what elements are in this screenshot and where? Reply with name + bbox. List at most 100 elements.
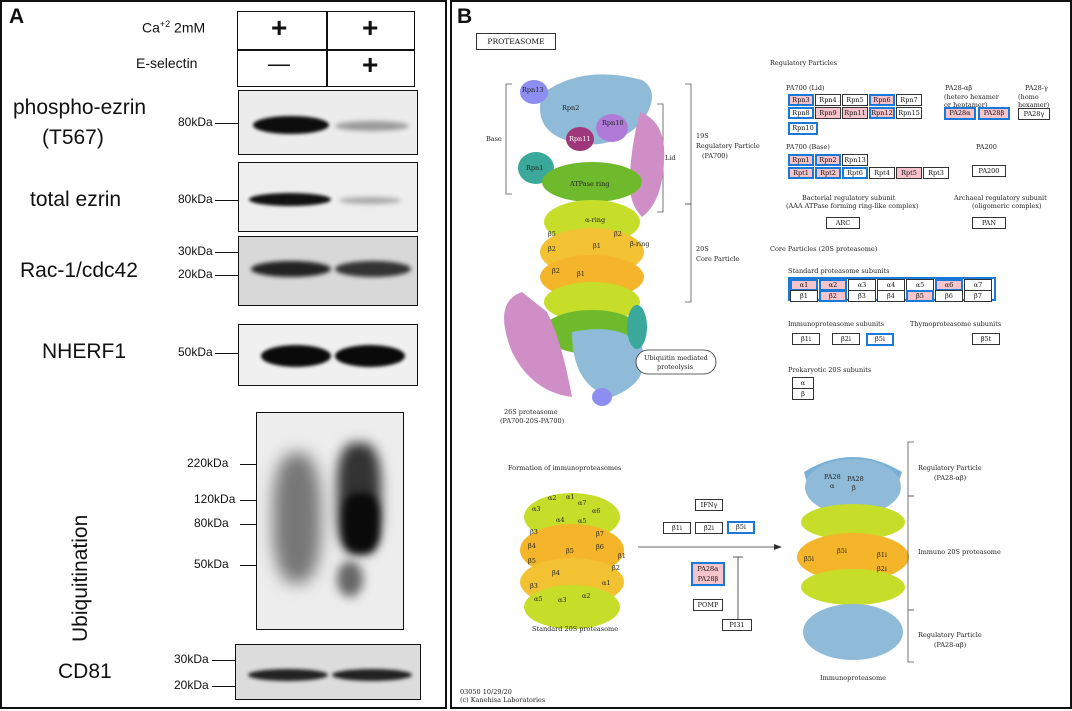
label-19s-2: Regulatory Particle xyxy=(696,142,760,150)
kegg-box-beta-row-4[interactable]: β5 xyxy=(906,290,934,302)
pa28a-label: PA28 xyxy=(824,473,841,481)
std-ring-label: α2 xyxy=(582,592,591,600)
kegg-box-beta-row-0[interactable]: β1 xyxy=(790,290,818,302)
bacterial-sub: (AAA ATPase forming ring-like complex) xyxy=(786,202,919,210)
pa28g-sub: (homo hexamer) xyxy=(1018,93,1050,109)
marker-30kda: 30kDa xyxy=(178,244,213,258)
box-ifng[interactable]: IFNγ xyxy=(695,499,723,511)
std-ring-label: α4 xyxy=(556,516,565,524)
label-ubiquitin[interactable]: Ubiquitin mediated xyxy=(644,354,708,362)
kegg-box-beta-row-3[interactable]: β4 xyxy=(877,290,905,302)
label-base: Base xyxy=(486,135,502,143)
kegg-box-beta-row-6[interactable]: β7 xyxy=(964,290,992,302)
box-form-pa28b[interactable]: PA28β xyxy=(693,574,723,584)
blot-phospho-ezrin xyxy=(238,90,418,155)
condition-table xyxy=(237,11,415,87)
pa28-frame xyxy=(691,562,725,586)
ring-label-b1i: β1i xyxy=(877,551,887,559)
box-b2i[interactable]: β2i xyxy=(832,333,860,345)
label-ubiquitin-2[interactable]: proteolysis xyxy=(657,363,694,371)
kegg-box-base-row2-4[interactable]: Rpt5 xyxy=(896,167,922,179)
box-pi31[interactable]: PI31 xyxy=(722,619,752,631)
std-ring-label: α2 xyxy=(548,494,557,502)
box-b1i[interactable]: β1i xyxy=(792,333,820,345)
box-beta[interactable]: β xyxy=(792,388,814,400)
std-ring-label: β4 xyxy=(552,569,560,577)
label-b1-lower: β1 xyxy=(577,270,585,278)
box-pa28a[interactable]: PA28α xyxy=(944,107,976,120)
std-20s-caption: Standard 20S proteasome xyxy=(532,625,619,633)
kegg-box-base-row2-2[interactable]: Rpt6 xyxy=(842,167,868,179)
marker-30kda: 30kDa xyxy=(174,652,209,666)
heading-regulatory: Regulatory Particles xyxy=(770,59,838,67)
label-beta-ring: β-ring xyxy=(630,240,650,248)
blot-label-rac1-cdc42: Rac-1/cdc42 xyxy=(20,259,138,282)
label-rpn13: Rpn13 xyxy=(522,86,544,94)
label-20s-2: Core Particle xyxy=(696,255,740,263)
std-ring-label: α1 xyxy=(566,493,575,501)
pa700-lid-title: PA700 (Lid) xyxy=(786,84,825,92)
kegg-box-lid-row1-0[interactable]: Rpn3 xyxy=(788,94,814,106)
label-b2: β2 xyxy=(614,230,622,238)
kegg-box-base-row2-5[interactable]: Rpt3 xyxy=(923,167,949,179)
kegg-box-base-row2-3[interactable]: Rpt4 xyxy=(869,167,895,179)
marker-120kda: 120kDa xyxy=(194,492,236,506)
kegg-box-base-row1-2[interactable]: Rpn13 xyxy=(842,154,868,166)
box-pomp[interactable]: POMP xyxy=(693,599,723,611)
marker-50kda: 50kDa xyxy=(194,557,229,571)
pa200-title: PA200 xyxy=(976,143,997,151)
label-20s: 20S xyxy=(696,245,709,253)
kegg-box-base-row2-1[interactable]: Rpt2 xyxy=(815,167,841,179)
reg-particle-1: Regulatory Particle xyxy=(918,464,982,472)
box-arc[interactable]: ARC xyxy=(826,217,860,229)
kegg-box-beta-row-1[interactable]: β2 xyxy=(819,290,847,302)
kegg-box-lid-row2-2[interactable]: Rpn11 xyxy=(842,107,868,119)
ring-label-b5i-left: β5i xyxy=(804,555,814,563)
std-ring-label: β3 xyxy=(530,528,538,536)
box-rpn10[interactable]: Rpn10 xyxy=(788,122,818,135)
kegg-box-lid-row1-1[interactable]: Rpn4 xyxy=(815,94,841,106)
box-b5i[interactable]: β5i xyxy=(866,333,894,346)
prokaryotic-title: Prokaryotic 20S subunits xyxy=(788,366,872,374)
kegg-box-lid-row2-3[interactable]: Rpn12 xyxy=(869,107,895,119)
label-19s-3: (PA700) xyxy=(702,152,728,160)
label-alpha-ring: α-ring xyxy=(585,216,606,224)
box-pa28g[interactable]: PA28γ xyxy=(1018,108,1050,120)
kegg-box-beta-row-2[interactable]: β3 xyxy=(848,290,876,302)
box-b5t[interactable]: β5t xyxy=(972,333,1000,345)
box-pa200[interactable]: PA200 xyxy=(972,165,1006,177)
std-ring-label: α5 xyxy=(578,517,587,525)
blot-label-total-ezrin: total ezrin xyxy=(30,188,122,211)
marker-80kda: 80kDa xyxy=(178,115,213,129)
proteasome-title-box[interactable]: PROTEASOME xyxy=(476,33,556,50)
kegg-box-base-row1-0[interactable]: Rpn1 xyxy=(788,154,814,166)
kegg-box-lid-row2-0[interactable]: Rpn8 xyxy=(788,107,814,119)
label-b5: β5 xyxy=(548,230,556,238)
kegg-box-base-row2-0[interactable]: Rpt1 xyxy=(788,167,814,179)
box-form-b5i[interactable]: β5i xyxy=(727,521,755,534)
label-rpn10: Rpn10 xyxy=(602,119,624,127)
box-form-b2i[interactable]: β2i xyxy=(695,522,723,534)
calcium-label: Ca+2 2mM xyxy=(142,19,206,36)
kegg-box-lid-row2-1[interactable]: Rpn9 xyxy=(815,107,841,119)
marker-80kda: 80kDa xyxy=(178,192,213,206)
pa28b-sym: β xyxy=(852,484,856,492)
label-atpase-ring: ATPase ring xyxy=(570,180,610,188)
kegg-box-base-row1-1[interactable]: Rpn2 xyxy=(815,154,841,166)
box-form-pa28a[interactable]: PA28α xyxy=(693,564,723,574)
box-form-b1i[interactable]: β1i xyxy=(663,522,691,534)
blot-ubiquitination xyxy=(256,412,404,630)
kegg-box-lid-row2-4[interactable]: Rpn15 xyxy=(896,107,922,119)
pa28ab-title: PA28-αβ xyxy=(945,84,973,92)
kegg-box-lid-row1-3[interactable]: Rpn6 xyxy=(869,94,895,106)
box-pa28b[interactable]: PA28β xyxy=(978,107,1010,120)
blot-total-ezrin xyxy=(238,162,418,232)
blot-nherf1 xyxy=(238,324,418,386)
box-pan[interactable]: PAN xyxy=(972,217,1006,229)
lane2-eselectin: + xyxy=(362,49,379,80)
kegg-box-lid-row1-2[interactable]: Rpn5 xyxy=(842,94,868,106)
kegg-box-beta-row-5[interactable]: β6 xyxy=(935,290,963,302)
label-26s-2: (PA700-20S-PA700) xyxy=(500,417,565,425)
kegg-box-lid-row1-4[interactable]: Rpn7 xyxy=(896,94,922,106)
immuno-20s-label: Immuno 20S proteasome xyxy=(918,548,1001,556)
